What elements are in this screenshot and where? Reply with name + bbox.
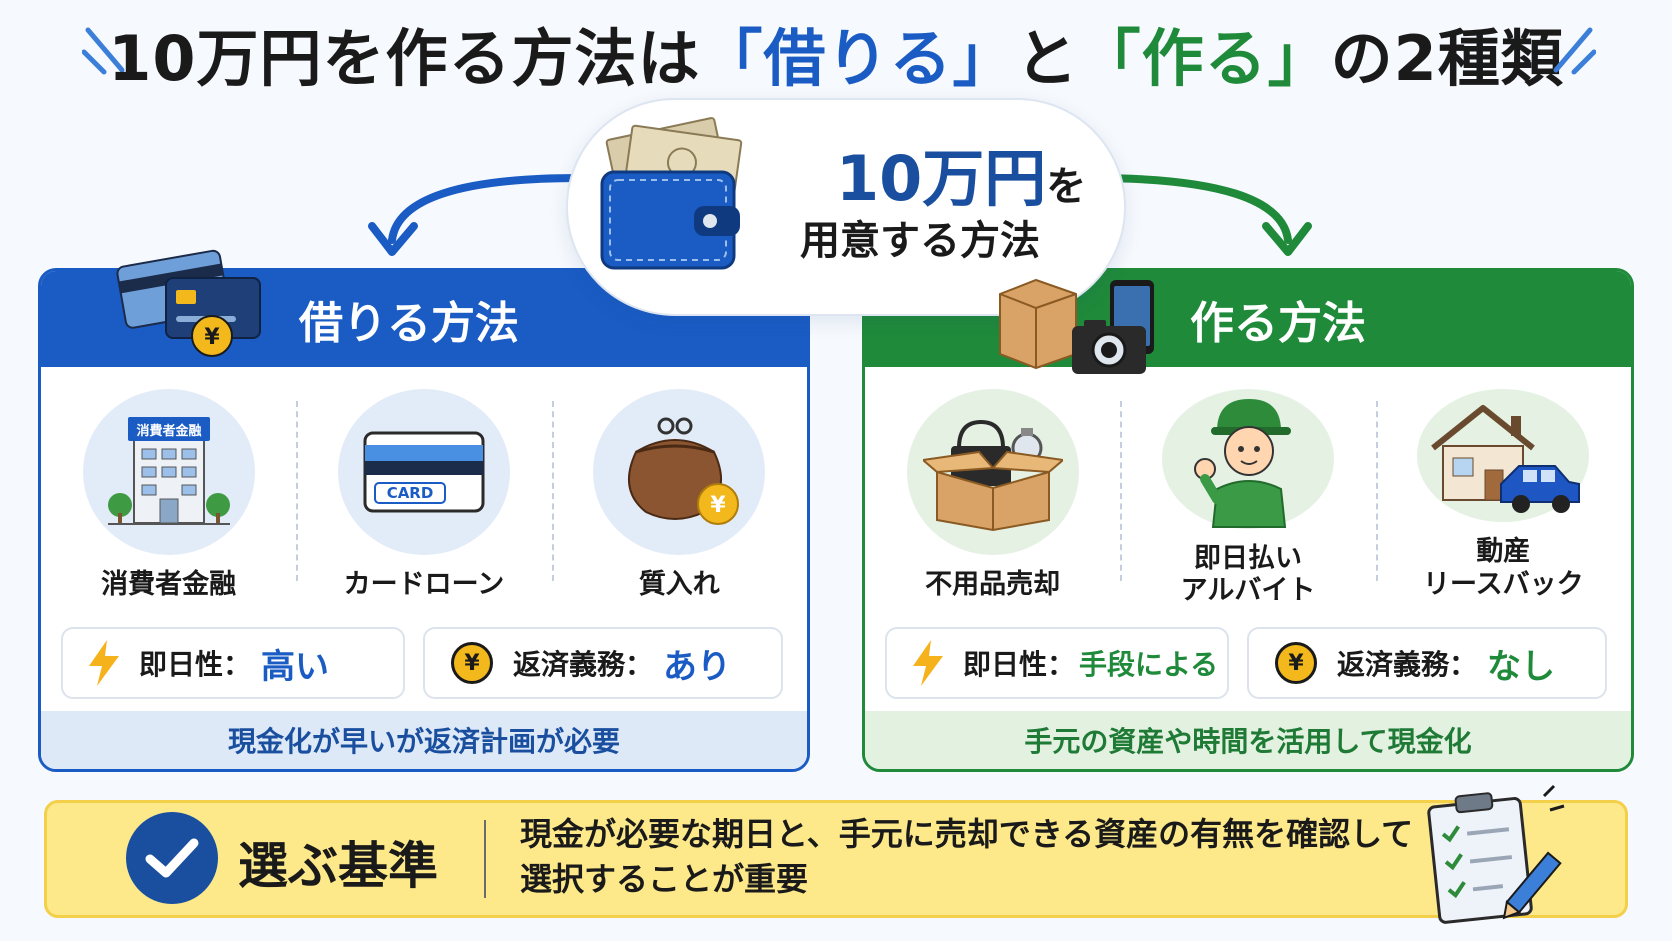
borrow-arrow-icon bbox=[368, 174, 584, 256]
left-sparkle-icon bbox=[82, 27, 125, 75]
wallet-cash-icon bbox=[600, 117, 743, 270]
immediacy-badge: 即日性： 高い bbox=[61, 627, 405, 699]
method-label: 不用品売却 bbox=[925, 568, 1061, 600]
method-label: 即日払い アルバイト bbox=[1180, 543, 1316, 607]
lightning-icon bbox=[89, 640, 119, 686]
svg-text:消費者金融: 消費者金融 bbox=[136, 423, 201, 439]
credit-card-icon: CARD bbox=[337, 389, 510, 555]
svg-text:CARD: CARD bbox=[387, 484, 434, 502]
repayment-label: 返済義務： bbox=[1337, 648, 1478, 681]
branch-arrows bbox=[368, 174, 1312, 256]
box-camera-phone-icon bbox=[999, 278, 1154, 374]
immediacy-label: 即日性： bbox=[139, 648, 252, 681]
right-sparkle-icon bbox=[1553, 27, 1596, 75]
method-sell-unused: 不用品売却 bbox=[865, 371, 1120, 601]
office-building-icon: 消費者金融 bbox=[82, 389, 255, 555]
repayment-value: なし bbox=[1487, 646, 1556, 687]
cardboard-box-items-icon bbox=[906, 389, 1079, 555]
immediacy-value: 高い bbox=[261, 646, 330, 687]
repayment-badge: ¥ 返済義務： あり bbox=[423, 627, 783, 699]
title-suffix: の2種類 bbox=[1330, 22, 1564, 95]
method-label: 消費者金融 bbox=[101, 568, 237, 600]
criteria-label: 選ぶ基準 bbox=[238, 837, 438, 895]
make-panel-footer: 手元の資産や時間を活用して現金化 bbox=[865, 711, 1631, 769]
title-prefix: 10万円を作る方法は bbox=[108, 22, 701, 95]
method-leaseback: 動産 リースバック bbox=[1375, 371, 1631, 601]
method-card-loan: CARD カードローン bbox=[296, 371, 551, 601]
make-arrow-icon bbox=[1088, 174, 1312, 256]
immediacy-label: 即日性： bbox=[963, 648, 1076, 681]
criteria-bar bbox=[44, 800, 1628, 918]
page-title: 10万円を作る方法は「借りる」と「作る」の2種類 bbox=[0, 8, 1672, 98]
credit-cards-icon: ¥ bbox=[116, 249, 261, 357]
title-mid: と bbox=[1015, 22, 1079, 95]
yen-coin-icon: ¥ bbox=[451, 642, 493, 684]
immediacy-badge: 即日性： 手段による bbox=[885, 627, 1229, 699]
house-car-icon bbox=[1417, 389, 1590, 523]
method-consumer-finance: 消費者金融 消費者金融 bbox=[41, 371, 296, 601]
method-pawn: ¥ 質入れ bbox=[551, 371, 807, 601]
method-same-day-job: 即日払い アルバイト bbox=[1120, 371, 1375, 606]
lightning-icon bbox=[913, 640, 943, 686]
method-label: 質入れ bbox=[638, 568, 720, 600]
worker-icon bbox=[1161, 389, 1334, 529]
repayment-label: 返済義務： bbox=[513, 648, 654, 681]
borrow-panel: 借りる方法 消費者金融 消費者金融 bbox=[38, 268, 810, 772]
method-label: 動産 リースバック bbox=[1422, 536, 1584, 600]
clipboard-checklist-icon bbox=[1427, 784, 1565, 924]
repayment-badge: ¥ 返済義務： なし bbox=[1247, 627, 1607, 699]
amount-text: 10万円 bbox=[836, 142, 1047, 215]
yen-coin-icon: ¥ bbox=[1275, 642, 1317, 684]
bubble-subtitle: 用意する方法 bbox=[800, 218, 1040, 264]
repayment-value: あり bbox=[663, 646, 732, 687]
svg-text:¥: ¥ bbox=[711, 493, 727, 518]
method-label: カードローン bbox=[343, 568, 505, 600]
make-panel: 作る方法 不用品売却 bbox=[862, 268, 1634, 772]
immediacy-value: 手段による bbox=[1079, 648, 1219, 681]
criteria-divider bbox=[484, 820, 486, 898]
svg-text:¥: ¥ bbox=[204, 325, 220, 350]
check-icon bbox=[126, 812, 218, 904]
borrow-panel-footer: 現金化が早いが返済計画が必要 bbox=[41, 711, 807, 769]
criteria-text: 現金が必要な期日と、手元に売却できる資産の有無を確認して選択することが重要 bbox=[520, 815, 1414, 898]
title-make: 「作る」 bbox=[1078, 22, 1331, 95]
amount-particle: を bbox=[1046, 164, 1087, 210]
title-borrow: 「借りる」 bbox=[700, 22, 1016, 95]
coin-purse-icon: ¥ bbox=[593, 389, 766, 555]
bubble-amount: 10万円を bbox=[836, 128, 1086, 218]
